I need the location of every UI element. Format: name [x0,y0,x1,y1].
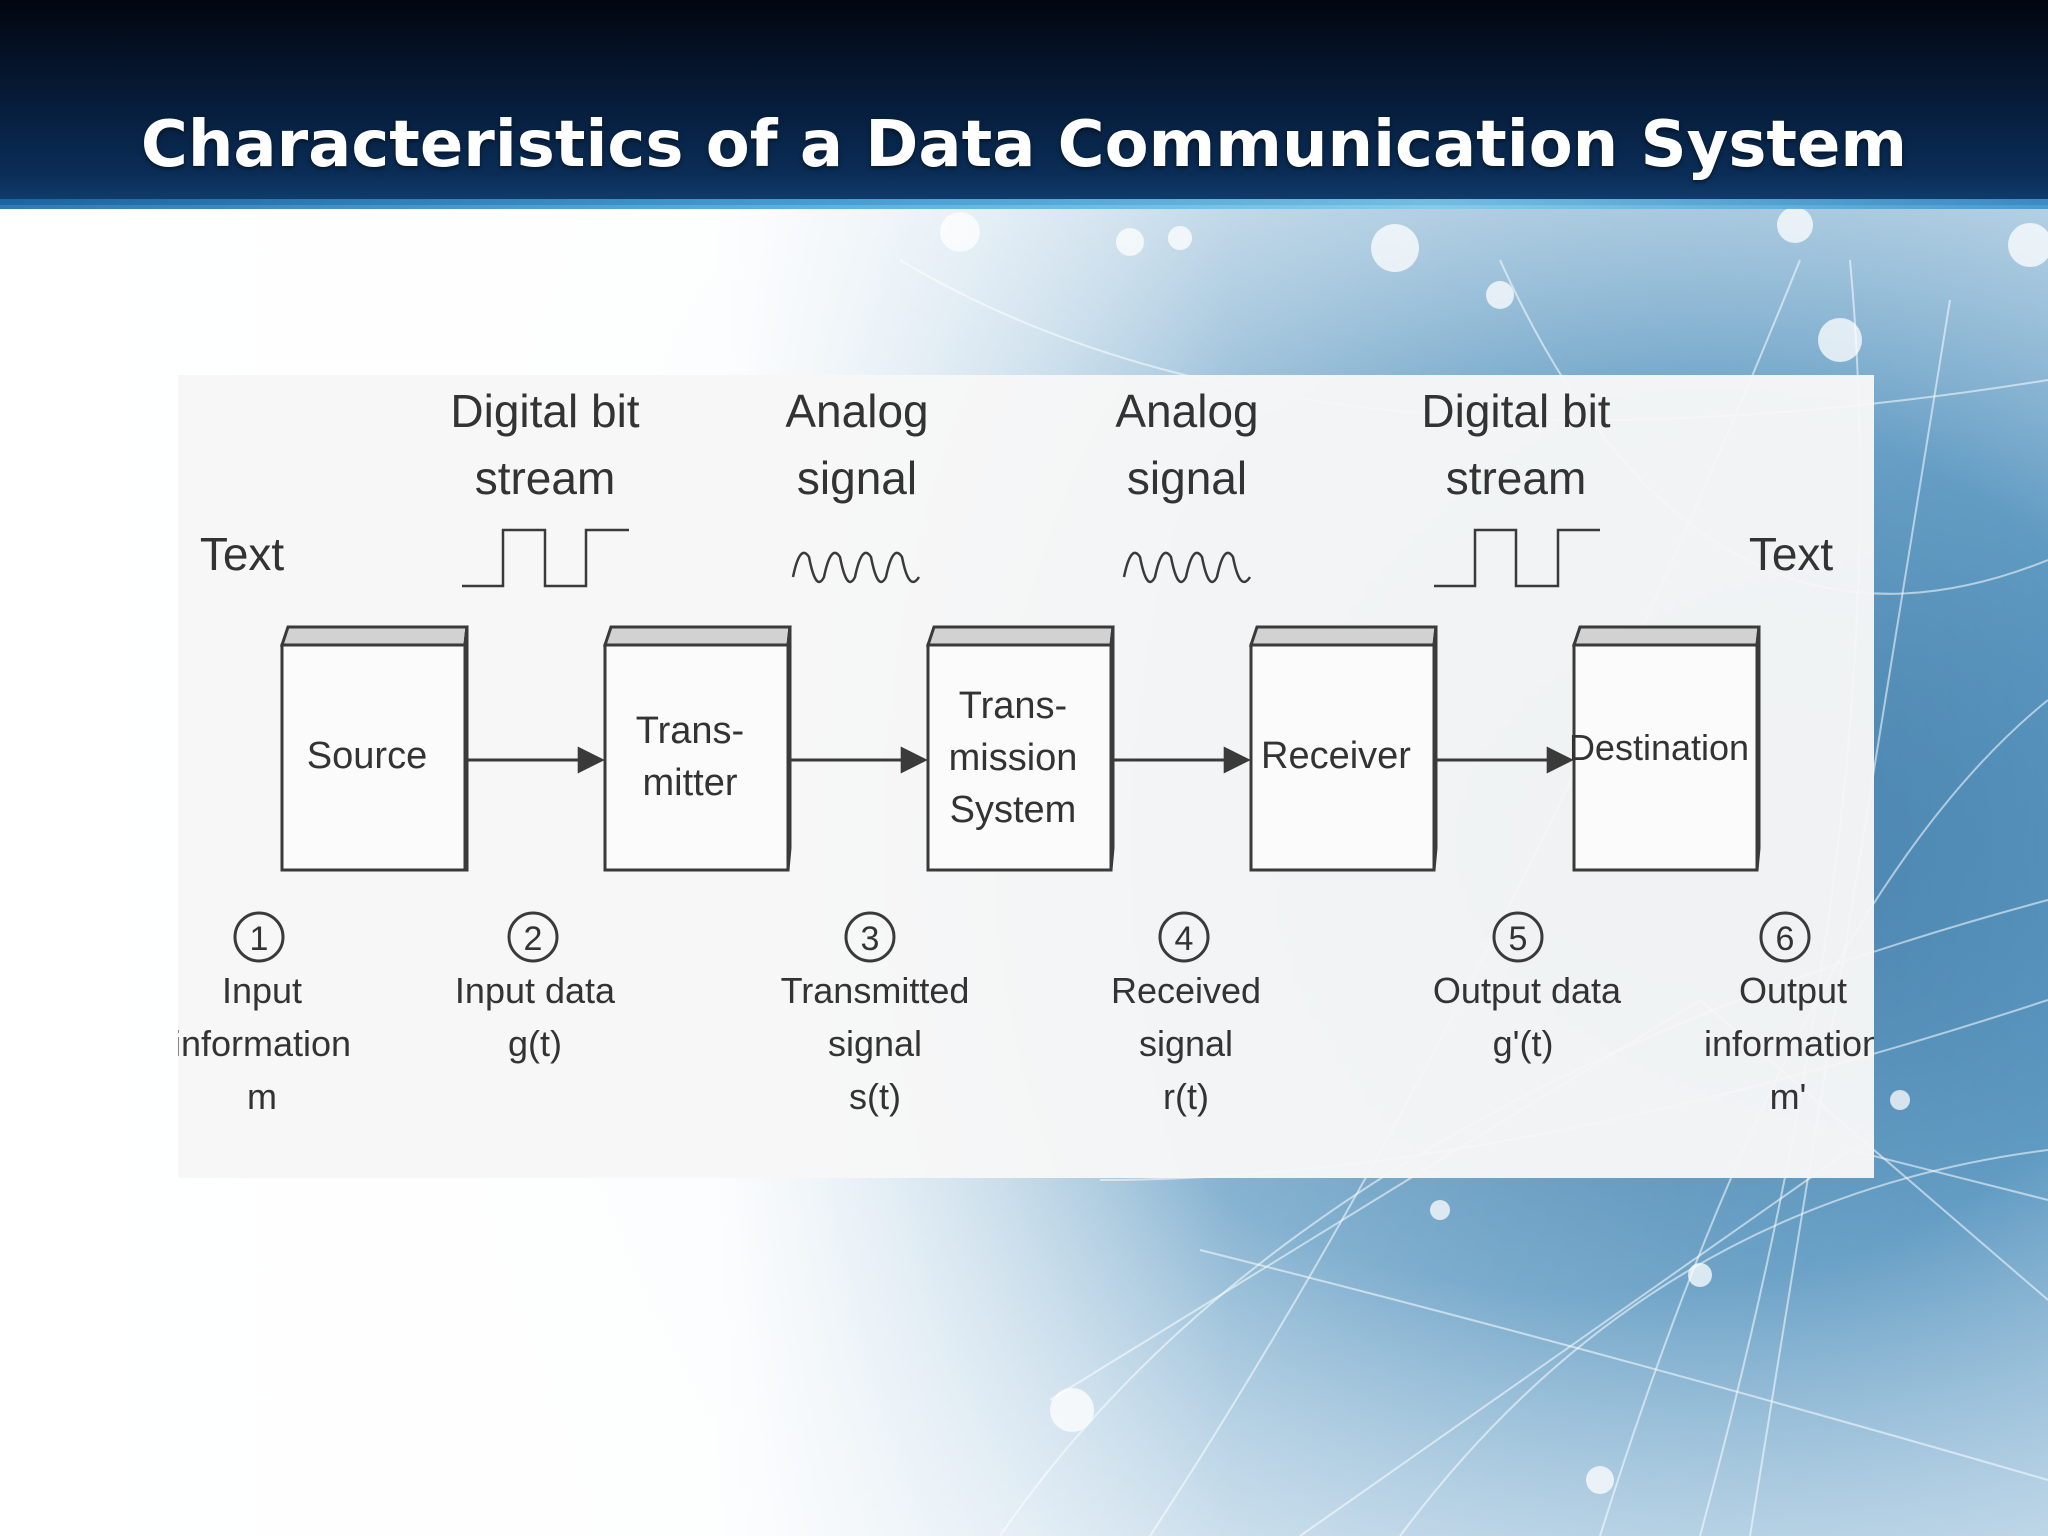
digital-bit-stream-label-1-line2: stream [475,452,616,504]
block-source-label: Source [307,735,427,777]
stage-6: 6 Output information m' [1704,911,1874,1117]
slide-title: Characteristics of a Data Communication … [140,108,1908,182]
analog-signal-label-2-line1: Analog [1115,385,1258,437]
stage-3-number: 3 [861,920,880,958]
block-transmission-label-line3: System [950,789,1077,831]
stage-1-number: 1 [250,920,269,958]
square-wave-icon-2 [1434,528,1600,588]
stage-5-number: 5 [1509,920,1528,958]
block-transmitter: Trans- mitter [602,625,792,872]
stage-2-number: 2 [524,920,543,958]
stage-5-line2: g'(t) [1493,1023,1554,1064]
stage-4: 4 Received signal r(t) [1111,911,1261,1117]
text-label-right: Text [1749,528,1834,580]
stage-5-line1: Output data [1433,970,1622,1011]
stage-6-number: 6 [1776,920,1795,958]
sine-wave-icon-1 [791,551,921,583]
stage-1: 1 Input information m [178,911,351,1117]
block-receiver: Receiver [1248,625,1438,872]
text-label-left: Text [200,528,285,580]
stage-1-line1: Input [222,970,302,1011]
block-receiver-label: Receiver [1261,735,1411,777]
stage-2-line2: g(t) [508,1023,562,1064]
stage-4-line2: signal [1139,1023,1233,1064]
stage-4-line3: r(t) [1163,1076,1209,1117]
stage-5: 5 Output data g'(t) [1433,911,1622,1064]
stage-6-line1: Output [1739,970,1847,1011]
stage-3: 3 Transmitted signal s(t) [781,911,970,1117]
block-transmitter-label-line1: Trans- [636,710,744,752]
stage-3-line2: signal [828,1023,922,1064]
analog-signal-label-1-line1: Analog [785,385,928,437]
stage-4-line1: Received [1111,970,1261,1011]
analog-signal-label-2-line2: signal [1127,452,1247,504]
communication-block-diagram: Text Digital bit stream Analog signal An… [178,385,1874,1117]
title-bar [0,0,2048,209]
block-destination-label: Destination [1569,727,1749,768]
block-transmission-label-line1: Trans- [959,685,1067,727]
block-destination: Destination [1569,625,1761,872]
stage-6-line2: information [1704,1023,1874,1064]
stage-1-line3: m [247,1076,277,1117]
stage-1-line2: information [178,1023,351,1064]
stage-6-line3: m' [1770,1076,1807,1117]
block-source: Source [279,625,469,872]
stage-3-line1: Transmitted [781,970,970,1011]
digital-bit-stream-label-2-line1: Digital bit [1421,385,1610,437]
block-transmission-system: Trans- mission System [925,625,1115,872]
digital-bit-stream-label-2-line2: stream [1446,452,1587,504]
stage-2: 2 Input data g(t) [455,911,616,1064]
analog-signal-label-1-line2: signal [797,452,917,504]
stage-4-number: 4 [1175,920,1194,958]
block-transmission-label-line2: mission [949,737,1078,779]
digital-bit-stream-label-1-line1: Digital bit [450,385,639,437]
diagram-panel: Text Digital bit stream Analog signal An… [178,375,1874,1178]
stage-2-line1: Input data [455,970,616,1011]
square-wave-icon-1 [462,528,629,588]
block-transmitter-label-line2: mitter [643,762,738,804]
sine-wave-icon-2 [1122,551,1252,583]
stage-3-line3: s(t) [849,1076,901,1117]
